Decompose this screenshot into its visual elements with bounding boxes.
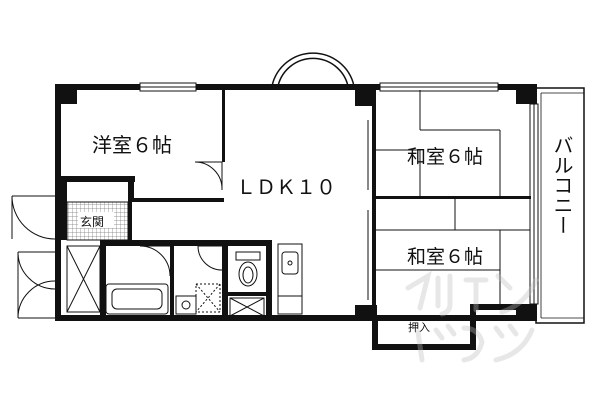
windows — [139, 82, 539, 305]
balcony — [535, 87, 585, 324]
tatami-lines — [367, 90, 530, 304]
front-door — [11, 195, 56, 240]
entrance — [66, 201, 129, 241]
exterior-double-door — [17, 251, 56, 319]
storage-cabinet — [66, 245, 101, 313]
room-label-closet: 押入 — [408, 320, 430, 334]
toilet-storage — [229, 297, 265, 317]
bathroom-door — [139, 245, 171, 277]
door-western — [194, 161, 223, 191]
washroom-door — [197, 245, 223, 271]
kitchen-counter — [277, 243, 303, 315]
room-label-western: 洋室６帖 — [92, 133, 172, 157]
bay-window — [271, 52, 355, 87]
room-label-entrance: 玄関 — [80, 214, 104, 229]
room-label-ldk: ＬＤＫ１０ — [236, 175, 336, 199]
washing-machine — [195, 283, 221, 313]
room-label-japanese-upper: 和室６帖 — [407, 146, 483, 168]
room-label-balcony: バルコニー — [550, 135, 574, 235]
toilet — [235, 251, 261, 287]
room-labels: 洋室６帖 ＬＤＫ１０ 和室６帖 和室６帖 玄関 押入 バルコニー — [80, 133, 574, 334]
room-label-japanese-lower: 和室６帖 — [407, 246, 483, 268]
interior-walls — [55, 88, 531, 350]
washbasin — [175, 295, 197, 315]
bathtub — [105, 283, 169, 315]
